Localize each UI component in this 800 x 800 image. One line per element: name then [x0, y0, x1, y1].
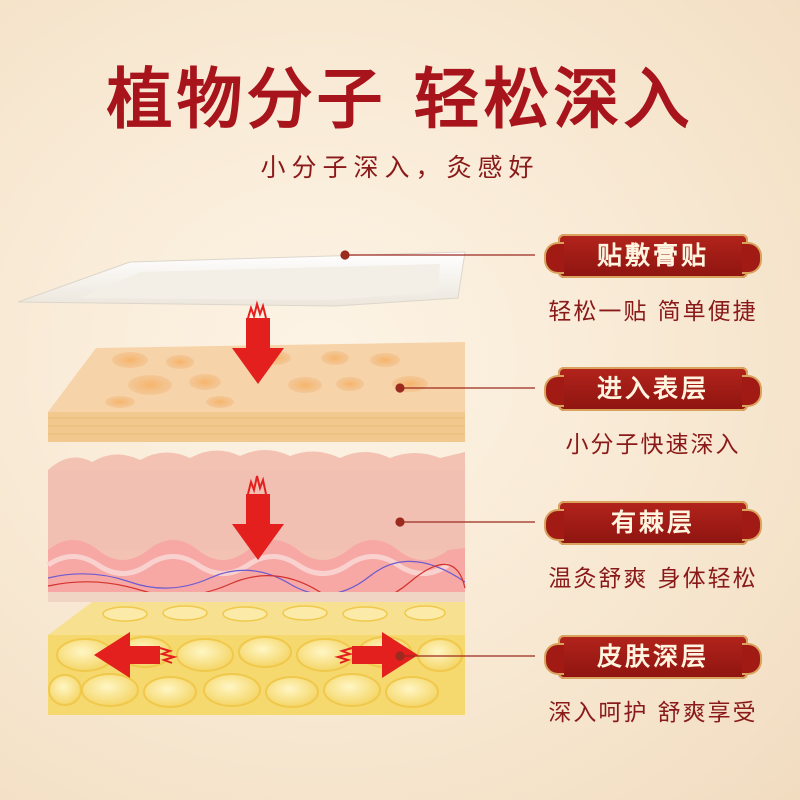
- desc-patch: 轻松一贴 简单便捷: [548, 299, 758, 325]
- label-patch: 贴敷膏贴 轻松一贴 简单便捷: [538, 234, 768, 326]
- connector-lines: [340, 250, 535, 661]
- desc-spinous: 温灸舒爽 身体轻松: [548, 566, 758, 592]
- arrow-down-1: [232, 300, 284, 384]
- label-epidermis: 进入表层 小分子快速深入: [538, 367, 768, 459]
- label-spinous: 有棘层 温灸舒爽 身体轻松: [538, 501, 768, 593]
- arrow-right: [334, 632, 418, 678]
- page-title: 植物分子 轻松深入: [106, 61, 694, 138]
- label-deep: 皮肤深层 深入呵护 舒爽享受: [538, 635, 768, 727]
- badge-deep: 皮肤深层: [544, 635, 762, 679]
- badge-spinous: 有棘层: [544, 501, 762, 545]
- plaster-patch: [17, 251, 466, 307]
- arrow-left: [94, 632, 178, 678]
- arrow-down-2: [232, 475, 284, 560]
- page-subtitle: 小分子深入，灸感好: [260, 153, 540, 182]
- desc-epidermis: 小分子快速深入: [565, 432, 741, 458]
- badge-epidermis: 进入表层: [544, 367, 762, 411]
- badge-patch: 贴敷膏贴: [544, 234, 762, 278]
- desc-deep: 深入呵护 舒爽享受: [548, 700, 758, 726]
